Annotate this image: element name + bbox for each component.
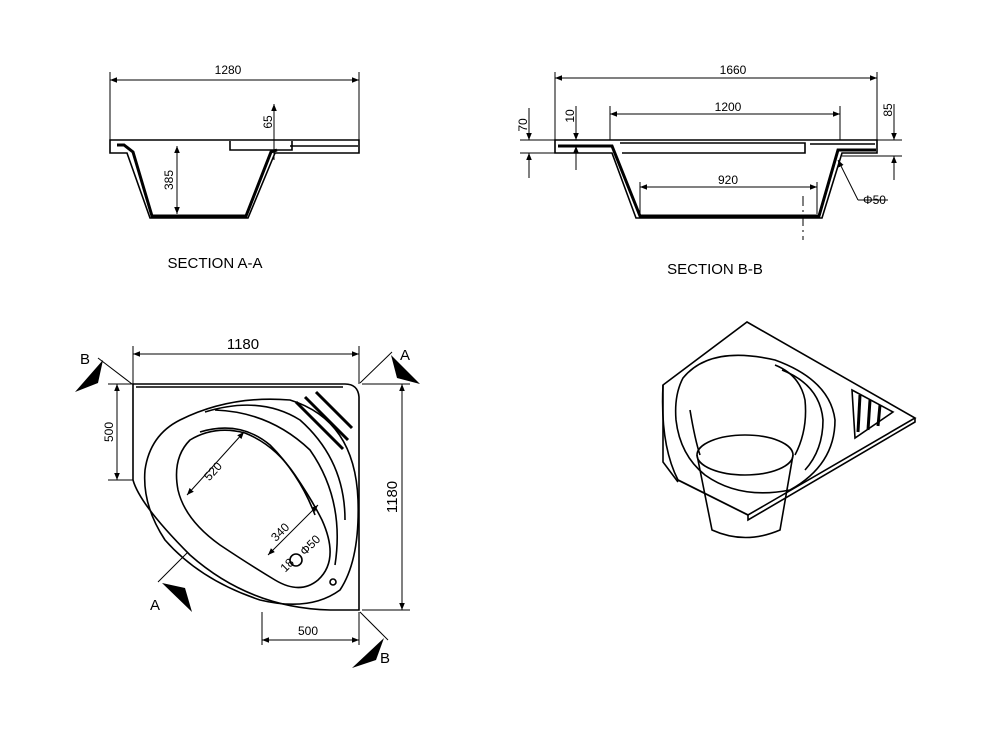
dim-edge-label: 70	[516, 118, 530, 132]
iso-left-edge	[662, 385, 679, 483]
plan-ridge-3	[294, 400, 345, 451]
iso-basin-floor-rim	[696, 434, 794, 476]
iso-apron	[677, 479, 749, 516]
dim-bottom-label: 920	[718, 173, 738, 187]
plan-ridge-1	[303, 395, 350, 442]
cut-arrow-b-lower	[352, 638, 384, 668]
cut-label-a-lower: A	[150, 597, 160, 614]
cut-line-b-upper	[97, 357, 133, 385]
dim-basin-label: 520	[201, 459, 225, 483]
dim-inner-label: 1200	[715, 100, 742, 114]
iso-ridge-pad	[851, 388, 895, 440]
section-a-rim-step	[229, 141, 293, 151]
dim-drain-label: Φ50	[863, 193, 886, 207]
cut-arrow-b-upper	[75, 360, 103, 392]
section-b-ledge	[620, 142, 806, 154]
section-a-title: SECTION A-A	[167, 255, 262, 272]
dim-plan-drain-label: Φ50	[297, 532, 323, 558]
iso-ridge-2	[866, 399, 872, 431]
section-a-view: 1280 65 385 SECTION A-A	[109, 63, 360, 272]
iso-top-outline	[661, 321, 917, 516]
cut-arrow-a-lower	[162, 583, 192, 612]
dim-width-label: 1660	[720, 63, 747, 77]
dim-width-label: 1280	[215, 63, 242, 77]
iso-armrest-2	[781, 369, 824, 471]
isometric-view	[661, 321, 917, 539]
plan-armrest	[204, 404, 346, 521]
dim-top-label: 1180	[227, 336, 259, 353]
cut-label-b-lower: B	[380, 650, 390, 667]
plan-basin	[175, 429, 331, 589]
section-b-title: SECTION B-B	[667, 261, 763, 278]
plan-basin-seat	[199, 427, 316, 516]
cut-line-a-lower	[157, 551, 189, 583]
iso-seat-edge	[689, 409, 701, 456]
dim-bottom-label: 500	[298, 624, 318, 638]
cut-line-a-upper	[359, 351, 393, 384]
cut-label-a-upper: A	[400, 347, 410, 364]
section-b-view: 1660 1200 920 70 10 85	[516, 63, 902, 278]
plan-view: 520 340 Φ50 18 1180 1180 500 500 A A	[75, 336, 420, 668]
dim-seat-label: 340	[268, 520, 292, 544]
iso-front-edge	[747, 418, 916, 522]
plan-shell-outer	[143, 398, 359, 605]
dim-right-label: 1180	[384, 481, 401, 513]
dim-left-label: 500	[102, 422, 116, 442]
dim-right-label: 85	[881, 103, 895, 117]
dim-rim-label: 10	[563, 109, 577, 123]
section-a-profile	[109, 139, 360, 219]
section-b-profile	[554, 139, 878, 219]
iso-basin-well	[696, 454, 794, 539]
dim-rim-label: 65	[261, 115, 275, 129]
dim-small-label: 18	[277, 555, 297, 575]
cut-label-b-upper: B	[80, 351, 90, 368]
section-a-inner-wall	[117, 143, 278, 218]
plan-armrest-inner	[214, 409, 338, 566]
iso-ridge-1	[856, 394, 862, 433]
dim-depth-label: 385	[162, 170, 176, 190]
cut-arrow-a-upper	[391, 355, 420, 384]
dim-seat-line	[267, 504, 319, 556]
dim-basin-line	[186, 431, 245, 496]
iso-basin-rim	[674, 354, 836, 494]
cut-line-b-lower	[359, 611, 389, 641]
plan-ridge-2	[314, 390, 354, 430]
drain-leader	[837, 159, 859, 201]
section-b-inner-wall	[558, 144, 876, 218]
plan-overflow	[329, 578, 337, 586]
